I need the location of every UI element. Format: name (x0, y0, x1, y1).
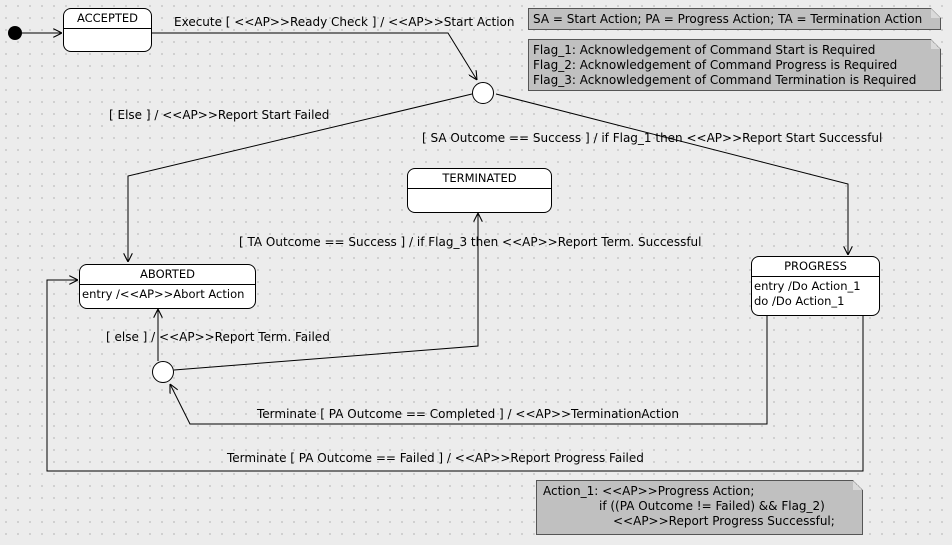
note-flag-3: Flag_3: Acknowledgement of Command Termi… (533, 73, 917, 87)
edge-else-start (128, 93, 473, 262)
note-legend-text: SA = Start Action; PA = Progress Action;… (533, 12, 923, 26)
state-aborted[interactable]: ABORTED entry /<<AP>>Abort Action (79, 264, 256, 309)
label-ta-success: [ TA Outcome == Success ] / if Flag_3 th… (239, 235, 702, 249)
label-else-start: [ Else ] / <<AP>>Report Start Failed (109, 108, 330, 122)
label-terminate-completed: Terminate [ PA Outcome == Completed ] / … (257, 407, 680, 421)
edge-ta-success (173, 213, 478, 371)
note-action-line-3: <<AP>>Report Progress Successful; (613, 514, 835, 528)
state-name: ACCEPTED (64, 9, 151, 29)
state-do-action: do /Do Action_1 (754, 294, 845, 308)
choice-point-start (472, 82, 494, 104)
note-flags: Flag_1: Acknowledgement of Command Start… (528, 39, 941, 91)
state-name: ABORTED (80, 265, 255, 285)
state-entry-action: entry /<<AP>>Abort Action (82, 287, 245, 301)
choice-point-termination (152, 361, 174, 383)
label-else-term: [ else ] / <<AP>>Report Term. Failed (106, 330, 330, 344)
label-execute: Execute [ <<AP>>Ready Check ] / <<AP>>St… (174, 15, 515, 29)
state-actions: entry /Do Action_1 do /Do Action_1 (752, 277, 879, 311)
label-terminate-failed: Terminate [ PA Outcome == Failed ] / <<A… (227, 451, 644, 465)
edge-terminate-failed (46, 280, 864, 472)
state-terminated[interactable]: TERMINATED (407, 168, 552, 213)
note-legend: SA = Start Action; PA = Progress Action;… (528, 8, 941, 30)
state-entry-action: entry /Do Action_1 (754, 279, 861, 293)
label-sa-success: [ SA Outcome == Success ] / if Flag_1 th… (422, 131, 883, 145)
note-flag-2: Flag_2: Acknowledgement of Command Progr… (533, 58, 898, 72)
initial-state (8, 26, 22, 40)
state-name: TERMINATED (408, 169, 551, 189)
note-action-line-2: if ((PA Outcome != Failed) && Flag_2) (599, 499, 825, 513)
state-name: PROGRESS (752, 257, 879, 277)
edge-terminate-completed (170, 315, 768, 425)
edge-sa-success (495, 93, 848, 255)
state-progress[interactable]: PROGRESS entry /Do Action_1 do /Do Actio… (751, 256, 880, 316)
edge-execute (152, 32, 477, 80)
note-action: Action_1: <<AP>>Progress Action; if ((PA… (536, 480, 863, 535)
note-action-line-1: Action_1: <<AP>>Progress Action; (543, 484, 755, 498)
state-accepted[interactable]: ACCEPTED (63, 8, 152, 52)
note-flag-1: Flag_1: Acknowledgement of Command Start… (533, 43, 876, 57)
